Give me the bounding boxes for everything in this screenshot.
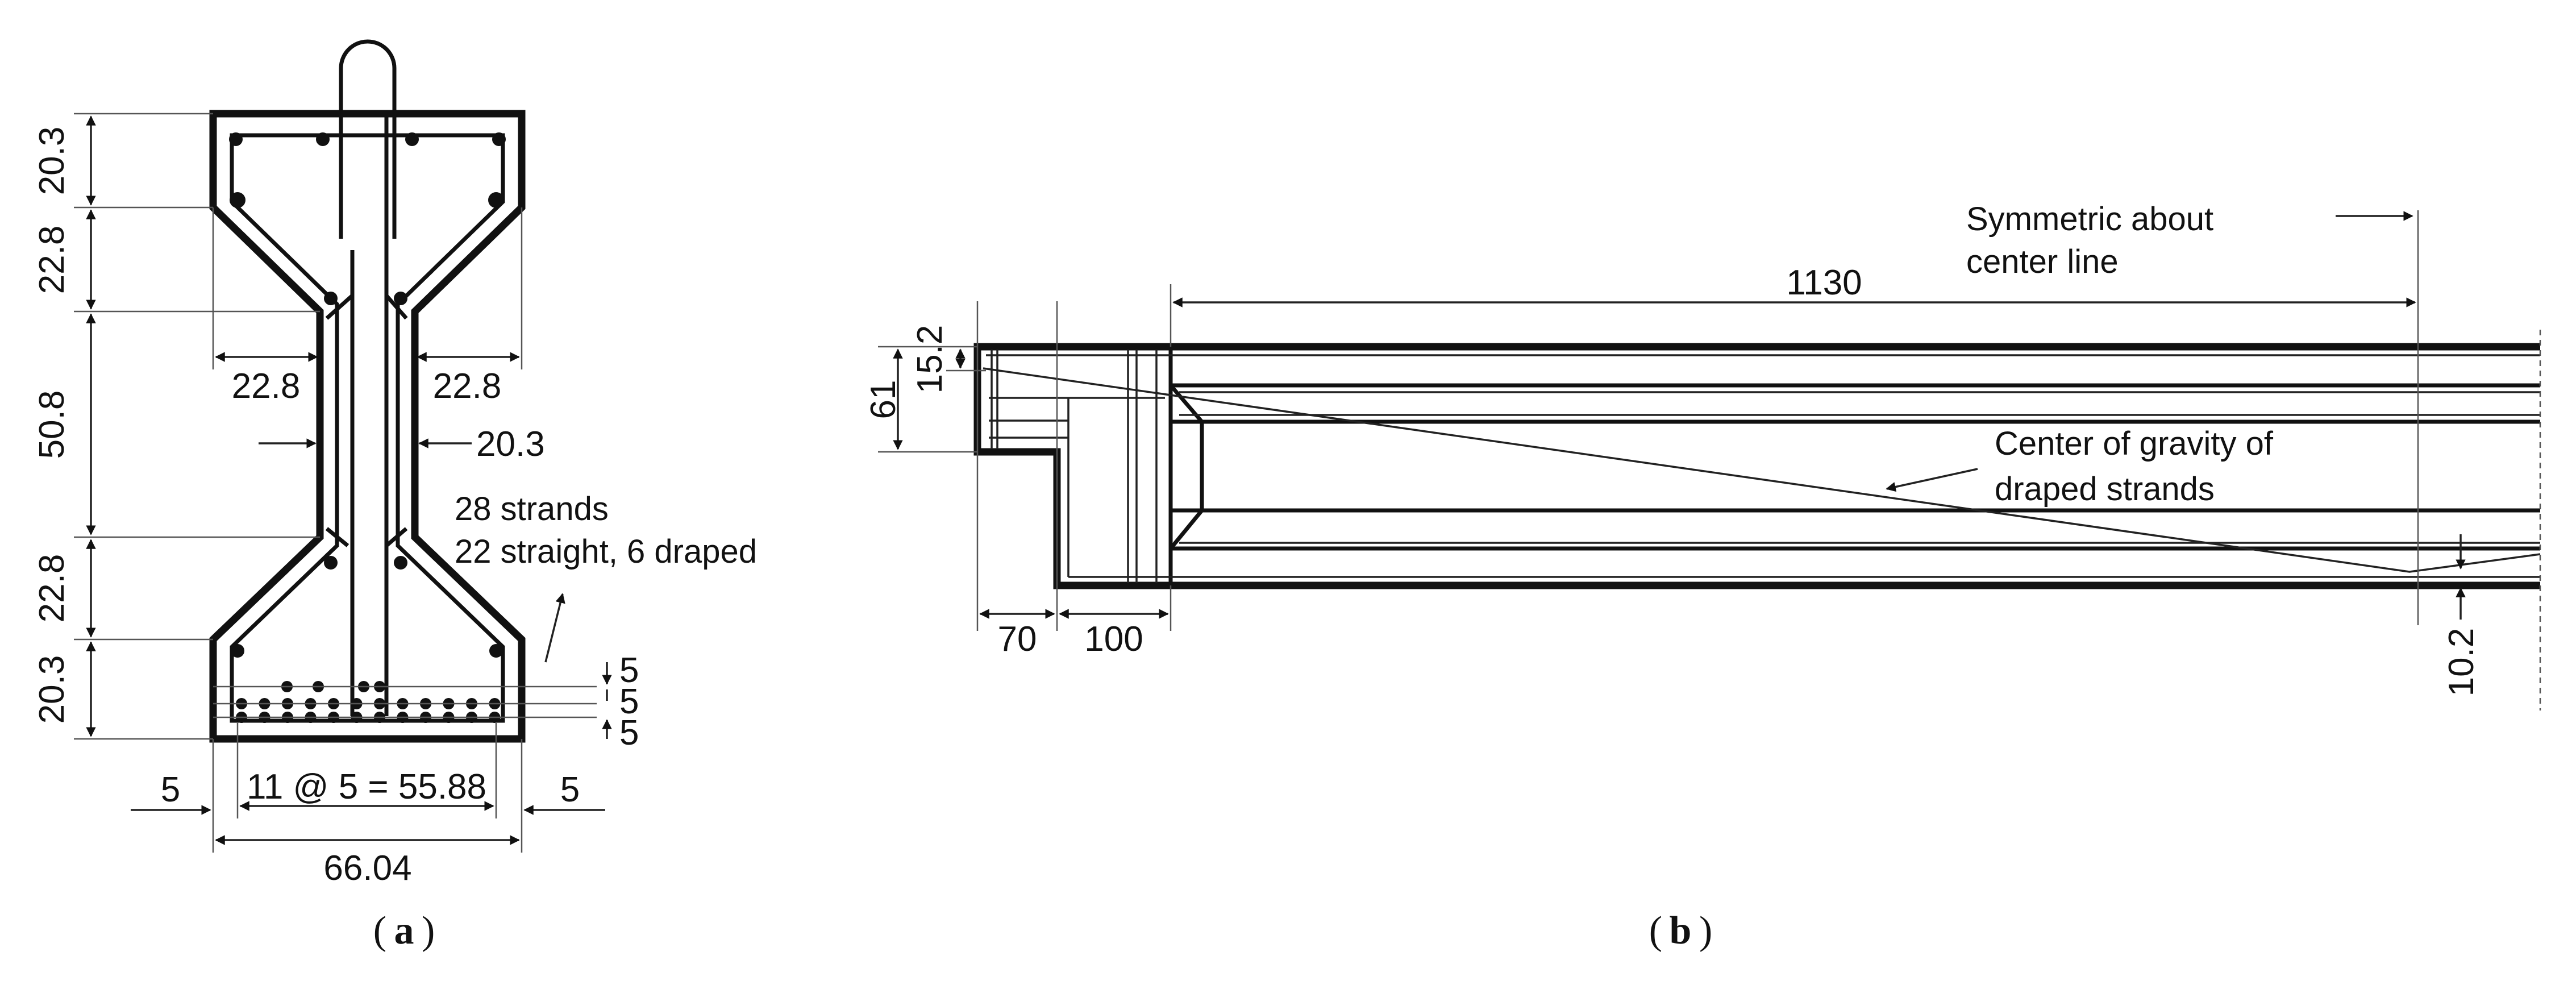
stirrup [230, 133, 505, 723]
draped-strand-cg-line [983, 367, 2541, 573]
top-flange-bars [229, 132, 506, 658]
rebar-dot [492, 132, 506, 146]
dim-bottom-offset: 10.2 [2442, 628, 2481, 697]
dim-bottom-flange: 20.3 [32, 655, 72, 724]
dim-spacing-2: 5 [619, 682, 639, 721]
dim-length: 1130 [1786, 263, 1862, 302]
dim-end-100: 100 [1084, 620, 1143, 659]
dim-top-taper: 22.8 [32, 226, 72, 294]
dim-height: 61 [864, 380, 903, 419]
dim-web-height: 50.8 [32, 390, 72, 459]
dim-flange-right: 22.8 [433, 367, 502, 406]
rebar-dot [316, 132, 330, 146]
dim-top-flange: 20.3 [32, 127, 72, 196]
rebar-dot [489, 644, 503, 658]
bar-hook [385, 294, 408, 320]
caption-label-a: a [394, 909, 414, 953]
strand-note-1: 28 strands [455, 491, 609, 527]
section-outline [209, 110, 526, 743]
dim-bottom-taper: 22.8 [32, 554, 72, 623]
caption-b: ( b ) [1649, 909, 1713, 953]
rebar-dot [229, 132, 243, 146]
bar-hook [325, 527, 349, 547]
lifting-loop [339, 39, 397, 239]
chamfer [1169, 384, 1204, 423]
dim-cover-left: 5 [161, 770, 180, 809]
chamfer [1169, 509, 1204, 550]
rebar-dot [231, 644, 244, 658]
caption-a: ( a ) [373, 909, 435, 953]
cg-leader [1886, 468, 1978, 492]
rebar-dot [324, 556, 338, 570]
rebar-dot [230, 192, 245, 208]
dim-web-width: 20.3 [476, 425, 545, 464]
bar-hook [325, 294, 354, 320]
cg-note-1: Center of gravity of [1995, 425, 2274, 462]
dim-spacing-3: 5 [619, 713, 639, 753]
rebar-dot [324, 292, 338, 305]
caption-close: ) [422, 909, 435, 953]
note-leader [544, 593, 565, 663]
caption-label-b: b [1670, 909, 1692, 953]
caption-open: ( [1649, 909, 1662, 953]
strand-note-2: 22 straight, 6 draped [455, 533, 757, 570]
rebar-dot [488, 192, 504, 208]
symmetric-note-1: Symmetric about [1966, 201, 2213, 238]
rebar-dot [394, 292, 407, 305]
rebar-dot [394, 556, 407, 570]
dim-flange-left: 22.8 [232, 367, 301, 406]
cg-note-2: draped strands [1995, 471, 2215, 508]
dim-bottom-width: 66.04 [323, 849, 411, 888]
caption-close: ) [1699, 909, 1712, 953]
dim-top-offset: 15.2 [910, 325, 950, 394]
dim-cover-right: 5 [560, 770, 580, 809]
caption-open: ( [373, 909, 386, 953]
dim-spacing-1: 5 [619, 651, 639, 690]
bar-hook [385, 527, 408, 547]
dim-strand-span: 11 @ 5 = 55.88 [247, 767, 486, 807]
symmetric-note-2: center line [1966, 243, 2119, 280]
beam-end-outline [973, 343, 2540, 589]
left-dimension-chain: 20.3 22.8 50.8 22.8 20.3 [32, 113, 320, 740]
rebar-dot [405, 132, 419, 146]
panel-b-elevation: 1130 Symmetric about center line Center … [864, 201, 2541, 710]
panel-a-cross-section: 20.3 22.8 50.8 22.8 20.3 22.8 22.8 20.3 … [32, 39, 757, 888]
dim-end-70: 70 [998, 620, 1037, 659]
